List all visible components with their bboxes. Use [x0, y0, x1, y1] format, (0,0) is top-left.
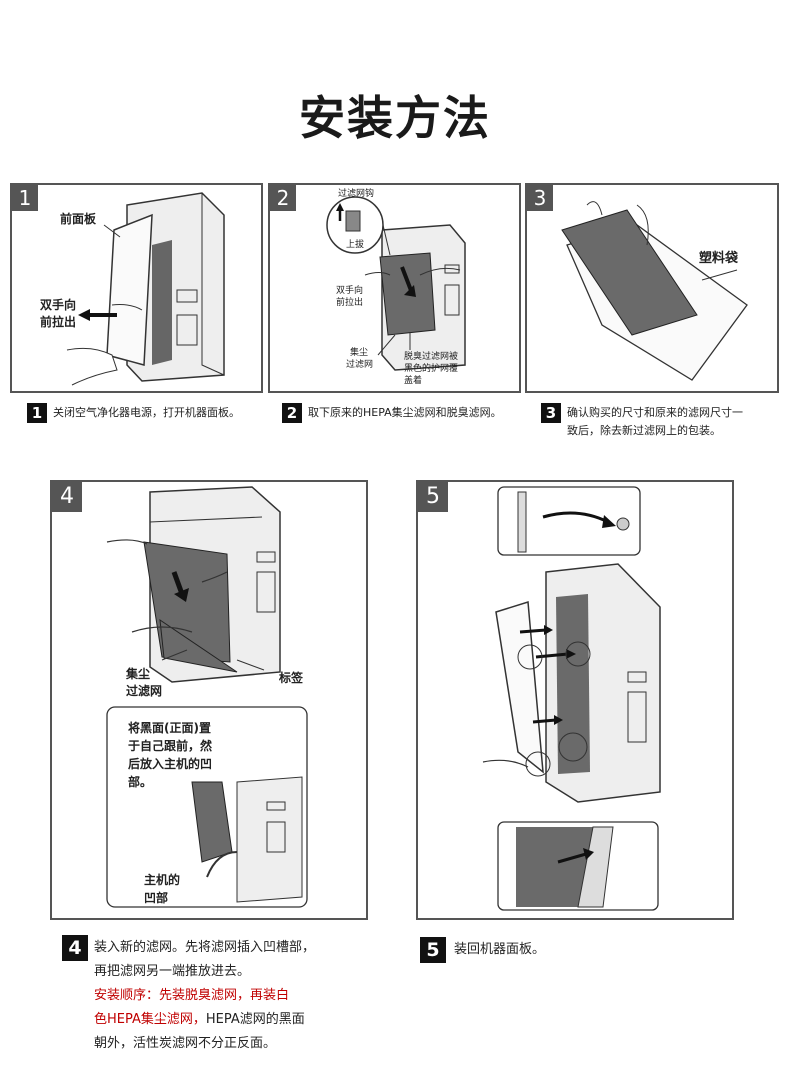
step-5-number: 5: [418, 482, 448, 512]
step-2-label-pull-1: 双手向: [336, 286, 364, 296]
step-1-caption-number: 1: [27, 403, 47, 423]
step-1-label-front-panel: 前面板: [60, 212, 97, 226]
step-3-label-bag: 塑料袋: [699, 251, 739, 266]
step-4-caption-line-4: 色HEPA集尘滤网，HEPA滤网的黑面: [94, 1008, 384, 1032]
step-4-caption-line-5: 朝外，活性炭滤网不分正反面。: [94, 1036, 277, 1051]
step-4-inset-line-2: 于自己跟前，然: [128, 739, 213, 753]
step-1-caption: 关闭空气净化器电源，打开机器面板。: [53, 406, 240, 419]
step-2-label-dust-1: 集尘: [350, 348, 369, 358]
step-2-caption: 取下原来的HEPA集尘滤网和脱臭滤网。: [308, 406, 502, 419]
step-5-caption-number: 5: [420, 937, 446, 963]
step-2-number: 2: [270, 185, 296, 211]
step-3-caption-line-2: 致后，除去新过滤网上的包装。: [567, 424, 721, 437]
step-4-caption-line-4-rest: HEPA滤网的黑面: [205, 1012, 305, 1027]
step-4-caption-line-1: 装入新的滤网。先将滤网插入凹槽部，: [94, 940, 316, 955]
step-2-label-dust-2: 过滤网: [346, 360, 374, 370]
step-2-label-deo-3: 盖着: [404, 376, 423, 386]
step-3-caption-number: 3: [541, 403, 561, 423]
step-3-illustration: [561, 201, 748, 381]
step-1-label-pull-1: 双手向: [40, 298, 77, 312]
step-1-label-pull-2: 前拉出: [40, 315, 77, 329]
step-4-label-dust-1: 集尘: [126, 667, 151, 681]
step-2-label-deo-2: 黑色的护网覆: [404, 364, 459, 374]
step-2-label-hook: 过滤网钩: [338, 189, 375, 199]
step-4-inset-line-1: 将黑面(正面)置: [128, 721, 211, 735]
page-title: 安装方法: [299, 91, 491, 145]
step-4-caption-line-4-red: 色HEPA集尘滤网，: [94, 1012, 206, 1027]
step-1-number: 1: [12, 185, 38, 211]
step-4-inset-line-4: 部。: [128, 775, 153, 789]
step-4-caption-line-2: 再把滤网另一端推放进去。: [94, 964, 251, 979]
step-2-illustration: [326, 196, 466, 371]
step-4-inset-line-3: 后放入主机的凹: [128, 757, 213, 771]
step-4-number: 4: [52, 482, 82, 512]
step-4-caption-line-3-red: 安装顺序：先装脱臭滤网，再装白: [94, 988, 290, 1003]
step-1-panel: 1 前面板 双手向 前拉出: [10, 183, 263, 393]
step-3-caption-line-1: 确认购买的尺寸和原来的滤网尺寸一: [567, 406, 743, 419]
step-4-caption-number: 4: [62, 935, 88, 961]
step-4-panel: 4 集尘 过滤网 标签 将黑面(正面)置 于自己跟前，然 后放入主机的凹 部。 …: [50, 480, 368, 920]
step-4-illustration: [106, 486, 308, 908]
step-1-illustration: [66, 192, 225, 386]
step-4-label-recess-1: 主机的: [144, 873, 181, 887]
step-3-number: 3: [527, 185, 553, 211]
step-2-caption-number: 2: [282, 403, 302, 423]
step-3-panel: 3 塑料袋: [525, 183, 779, 393]
step-4-label-dust-2: 过滤网: [126, 684, 163, 698]
step-2-label-pull-2: 前拉出: [336, 298, 364, 308]
step-5-panel: 5: [416, 480, 734, 920]
step-2-label-up: 上拔: [346, 240, 365, 250]
step-2-label-deo-1: 脱臭过滤网被: [404, 352, 459, 362]
step-4-label-tag: 标签: [279, 671, 304, 685]
step-5-illustration: [482, 486, 661, 911]
step-2-panel: 2 过滤网钩 上拔 双手向 前拉出 集尘 过滤网 脱臭过滤网被 黑色的护网覆 盖…: [268, 183, 521, 393]
step-5-caption: 装回机器面板。: [454, 942, 546, 957]
step-4-label-recess-2: 凹部: [144, 891, 169, 905]
